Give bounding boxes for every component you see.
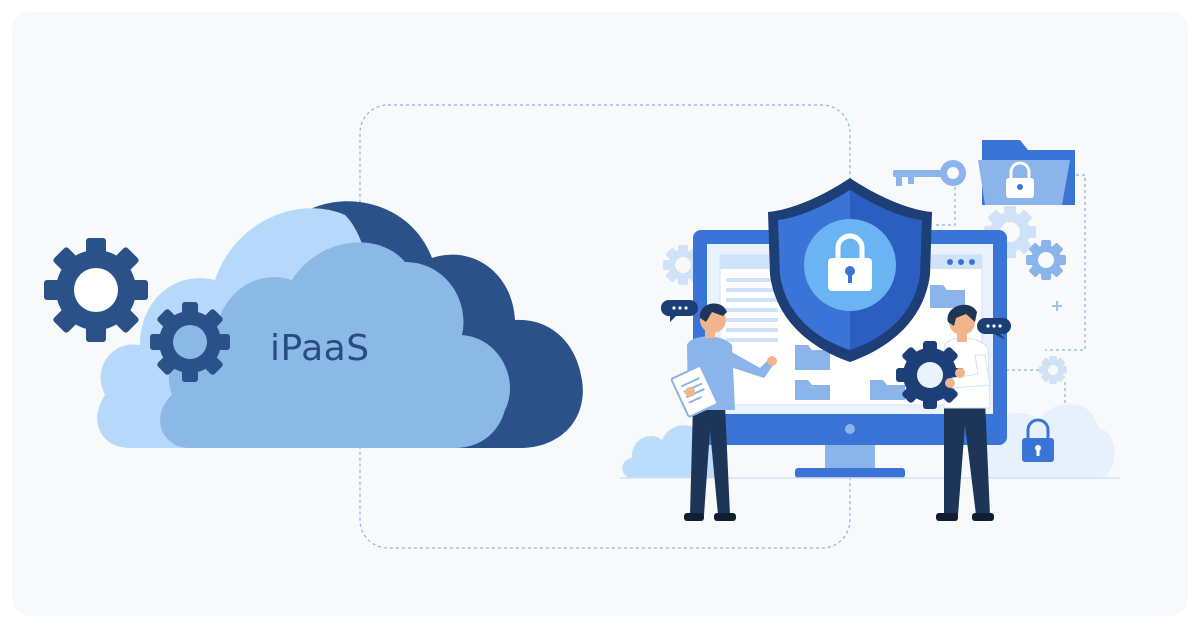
gear-icon xyxy=(1039,356,1067,384)
ipaas-cloud xyxy=(97,201,583,448)
chat-bubble-icon xyxy=(977,318,1011,340)
plus-icon xyxy=(1052,301,1062,311)
gear-icon xyxy=(150,302,230,382)
small-cloud-right xyxy=(971,403,1115,478)
cloud-mid xyxy=(160,242,511,448)
person-right xyxy=(896,304,994,521)
folder-icon xyxy=(978,140,1075,205)
shield-icon xyxy=(768,178,932,362)
lock-icon xyxy=(1022,418,1054,462)
person-left xyxy=(670,303,777,521)
gear-icon xyxy=(44,238,148,342)
gear-icon xyxy=(896,341,964,409)
chat-bubble-icon xyxy=(660,300,698,322)
lock-icon xyxy=(828,233,872,291)
cloud-label: iPaaS xyxy=(270,328,370,369)
gear-icon xyxy=(1026,240,1066,280)
lock-icon xyxy=(1006,161,1034,198)
key-icon xyxy=(893,160,966,186)
